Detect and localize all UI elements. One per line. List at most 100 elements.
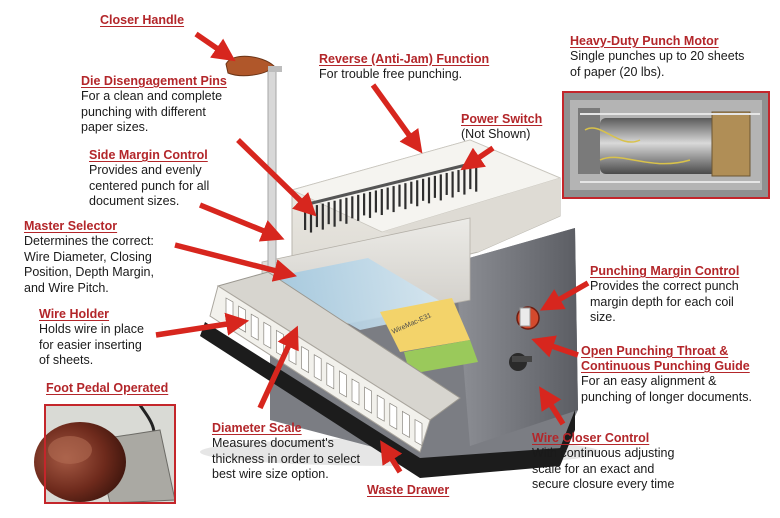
callout-body: Determines the correct: Wire Diameter, C… bbox=[24, 234, 154, 295]
wire-holder-tooth bbox=[276, 329, 284, 358]
callout-title: Open Punching Throat & Continuous Punchi… bbox=[581, 344, 750, 373]
wire-holder-tooth bbox=[339, 370, 347, 398]
punch-pin bbox=[374, 190, 377, 213]
callout-body: For an easy alignment & punching of long… bbox=[581, 374, 752, 404]
punch-pin bbox=[469, 167, 472, 190]
callout-title: Closer Handle bbox=[100, 13, 185, 27]
punch-pin bbox=[345, 197, 348, 224]
callout-title: Reverse (Anti-Jam) Function bbox=[319, 52, 490, 66]
punch-pin bbox=[416, 180, 419, 207]
wire-holder-tooth bbox=[326, 362, 335, 390]
callout-title: Diameter Scale bbox=[212, 421, 302, 435]
wire-holder-tooth bbox=[301, 345, 309, 374]
punch-pin bbox=[380, 189, 383, 216]
callout-body: For a clean and complete punching with d… bbox=[81, 89, 223, 134]
wire-holder-tooth bbox=[351, 378, 360, 406]
callout-title: Side Margin Control bbox=[89, 148, 208, 162]
callout-body: Holds wire in place for easier inserting… bbox=[39, 322, 144, 367]
motor-photo-frame bbox=[562, 91, 770, 199]
punch-pin bbox=[433, 175, 436, 198]
wire-holder-tooth bbox=[313, 354, 322, 382]
arrow-closer-handle bbox=[194, 31, 236, 62]
callout-side-margin: Side Margin Control Provides and evenly … bbox=[89, 148, 209, 210]
wire-holder-tooth bbox=[402, 410, 410, 439]
punch-pin bbox=[333, 200, 336, 227]
arrow-wire-holder bbox=[155, 312, 250, 338]
punch-pin bbox=[309, 206, 313, 233]
callout-body: Provides and evenly centered punch for a… bbox=[89, 163, 210, 208]
punch-pin bbox=[451, 171, 454, 198]
punch-pin bbox=[368, 191, 372, 218]
punch-pin bbox=[357, 194, 360, 221]
punch-pin bbox=[321, 203, 324, 230]
callout-title: Wire Closer Control bbox=[532, 431, 650, 445]
wire-holder-tooth bbox=[250, 313, 259, 341]
arrow-waste bbox=[380, 440, 403, 474]
wire-holder-tooth bbox=[238, 305, 246, 333]
callout-title: Die Disengagement Pins bbox=[81, 74, 227, 88]
punch-pin bbox=[339, 199, 342, 222]
callout-die-disengagement: Die Disengagement Pins For a clean and c… bbox=[81, 74, 227, 136]
callout-wire-closer-control: Wire Closer Control With continuous adju… bbox=[532, 431, 674, 493]
wire-holder-tooth bbox=[263, 321, 272, 349]
punch-pin bbox=[392, 186, 395, 213]
punch-pin bbox=[457, 170, 460, 193]
callout-diameter-scale: Diameter Scale Measures document's thick… bbox=[212, 421, 360, 483]
callout-arrows bbox=[155, 31, 590, 474]
arrow-power bbox=[460, 145, 495, 171]
callout-punching-margin: Punching Margin Control Provides the cor… bbox=[590, 264, 739, 326]
callout-waste-drawer: Waste Drawer bbox=[367, 483, 449, 498]
arrow-throat bbox=[531, 335, 579, 358]
callout-title: Master Selector bbox=[24, 219, 118, 233]
callout-title: Wire Holder bbox=[39, 307, 110, 321]
arrow-punch-margin bbox=[539, 280, 590, 311]
callout-title: Heavy-Duty Punch Motor bbox=[570, 34, 719, 48]
callout-body: For trouble free punching. bbox=[319, 67, 463, 81]
punch-pin bbox=[445, 172, 448, 195]
foot-pedal-photo bbox=[34, 404, 176, 504]
punch-motor-photo bbox=[563, 92, 769, 198]
callout-title: Punching Margin Control bbox=[590, 264, 740, 278]
callout-body: Measures document's thickness in order t… bbox=[212, 436, 360, 481]
punch-pin bbox=[427, 177, 431, 204]
arrow-die-pins bbox=[236, 138, 317, 217]
callout-title: Waste Drawer bbox=[367, 483, 450, 497]
callout-reverse-function: Reverse (Anti-Jam) Function For trouble … bbox=[319, 52, 489, 83]
punch-pin bbox=[410, 181, 413, 204]
callout-power-switch: Power Switch (Not Shown) bbox=[461, 112, 542, 143]
punch-pin bbox=[363, 193, 366, 216]
wire-holder-tooth bbox=[389, 402, 398, 430]
wire-holder-tooth bbox=[364, 386, 372, 414]
callout-title: Power Switch bbox=[461, 112, 543, 126]
arrow-master bbox=[174, 242, 297, 282]
callout-body: Provides the correct punch margin depth … bbox=[590, 279, 739, 324]
callout-master-selector: Master Selector Determines the correct: … bbox=[24, 219, 154, 296]
arrow-diameter bbox=[257, 325, 299, 410]
punch-pin bbox=[439, 174, 442, 201]
punch-pin bbox=[327, 202, 330, 225]
arrow-side-margin bbox=[198, 202, 285, 242]
punch-pin bbox=[386, 187, 389, 210]
callout-foot-pedal: Foot Pedal Operated bbox=[46, 381, 168, 396]
callout-open-throat: Open Punching Throat & Continuous Punchi… bbox=[581, 344, 752, 405]
punch-pin bbox=[422, 178, 425, 201]
callout-punch-motor: Heavy-Duty Punch Motor Single punches up… bbox=[570, 34, 744, 80]
callout-title: Foot Pedal Operated bbox=[46, 381, 169, 395]
callout-body: Single punches up to 20 sheets of paper … bbox=[570, 49, 745, 79]
callout-closer-handle: Closer Handle bbox=[100, 13, 184, 28]
punch-pin bbox=[351, 196, 354, 219]
callout-body: (Not Shown) bbox=[461, 127, 531, 141]
arrow-reverse bbox=[370, 83, 423, 154]
punch-pin bbox=[475, 165, 478, 192]
wire-holder-tooth bbox=[376, 394, 385, 422]
wire-holder-tooth bbox=[225, 297, 234, 325]
punch-pin bbox=[304, 208, 307, 230]
punch-pin bbox=[315, 205, 318, 228]
punch-pin bbox=[463, 168, 466, 195]
callout-body: With continuous adjusting scale for an e… bbox=[532, 446, 675, 491]
punch-pin bbox=[404, 183, 407, 210]
foot-pedal-photo-frame bbox=[44, 404, 176, 504]
wire-holder-tooth bbox=[414, 418, 423, 447]
punch-pin bbox=[398, 184, 401, 207]
